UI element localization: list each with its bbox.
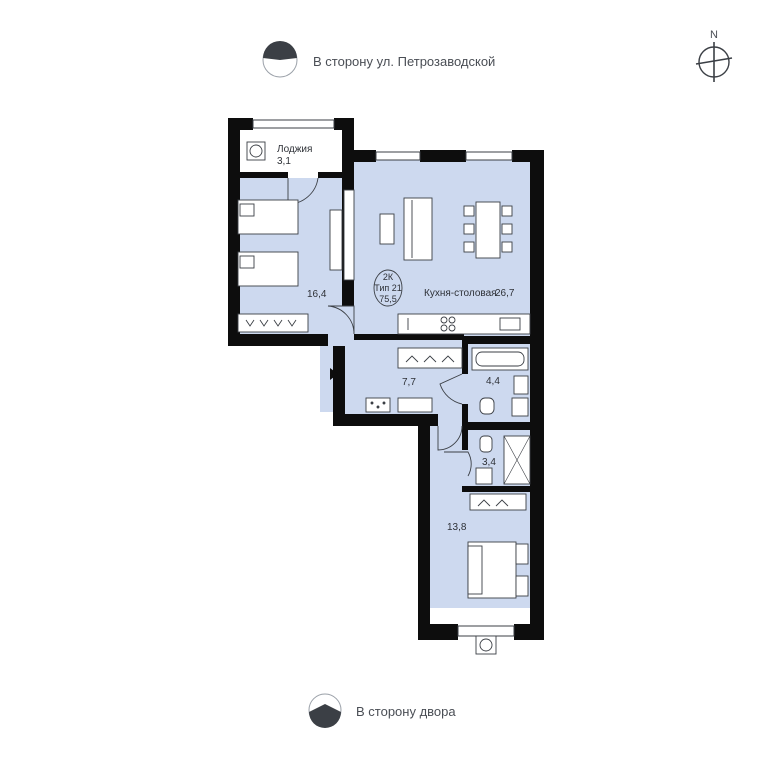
double-bed-icon	[467, 541, 529, 599]
hall-cabinet-icon	[397, 397, 433, 413]
bedroom2-area: 13,8	[447, 522, 467, 533]
apartment-badge: 2К Тип 21 75,5	[373, 269, 403, 307]
washer-icon	[511, 397, 529, 417]
bath-door	[439, 373, 463, 405]
windows	[252, 119, 515, 637]
tv-stand-icon	[343, 189, 355, 281]
bath-sink-icon	[513, 375, 529, 395]
wc-area: 3,4	[482, 457, 496, 468]
wc-door	[444, 451, 472, 477]
apartment-rooms-label: 2К	[383, 272, 394, 282]
loggia-window	[252, 119, 335, 129]
kitchen-fill	[354, 160, 530, 336]
apartment-total-area: 75,5	[379, 294, 397, 304]
doors	[287, 177, 472, 477]
bath-area: 4,4	[486, 376, 500, 387]
bedroom1-area: 16,4	[307, 289, 327, 300]
bottom-orientation: В сторону двора	[308, 693, 456, 728]
sun-direction-icon	[308, 693, 342, 728]
coffee-table-icon	[379, 213, 395, 245]
loggia-name: Лоджия	[277, 144, 312, 155]
dining-table-icon	[463, 201, 513, 259]
compass-icon: N	[695, 29, 733, 82]
sun-direction-icon	[262, 41, 298, 78]
bathtub-icon	[471, 347, 529, 371]
bedroom1-door	[327, 305, 355, 335]
wc-sink-icon	[475, 467, 493, 485]
bed-icon	[237, 251, 299, 287]
kitchen-area: 26,7	[495, 288, 515, 299]
kitchen-window-left	[375, 151, 421, 161]
kitchen-window-right	[465, 151, 513, 161]
outdoor-ac-unit-icon	[475, 635, 497, 655]
room-labels: Лоджия 3,1 16,4 Кухня-столовая 26,7 7,7 …	[277, 144, 515, 533]
top-caption: В сторону ул. Петрозаводской	[313, 54, 495, 69]
furniture	[237, 141, 531, 655]
top-orientation: В сторону ул. Петрозаводской	[262, 41, 495, 78]
desk-icon	[329, 209, 343, 271]
loggia-area: 3,1	[277, 156, 291, 167]
bedroom2-window	[457, 625, 515, 637]
sofa-icon	[403, 197, 433, 261]
hall-area: 7,7	[402, 377, 416, 388]
bottom-caption: В сторону двора	[356, 704, 456, 719]
north-label: N	[710, 29, 718, 41]
wardrobe-icon	[237, 313, 309, 333]
kitchen-name: Кухня-столовая	[424, 288, 497, 299]
wc-toilet-icon	[479, 435, 493, 453]
hall-wardrobe-icon	[397, 347, 463, 369]
bedroom2-wardrobe-icon	[469, 493, 527, 511]
apartment-type-label: Тип 21	[374, 283, 402, 293]
bed-icon	[237, 199, 299, 235]
corridor-door	[437, 425, 463, 451]
toilet-icon	[479, 397, 495, 415]
kitchen-counter-icon	[397, 313, 531, 335]
shoe-rack-icon	[365, 397, 391, 413]
entrance-arrow-icon	[330, 368, 338, 380]
